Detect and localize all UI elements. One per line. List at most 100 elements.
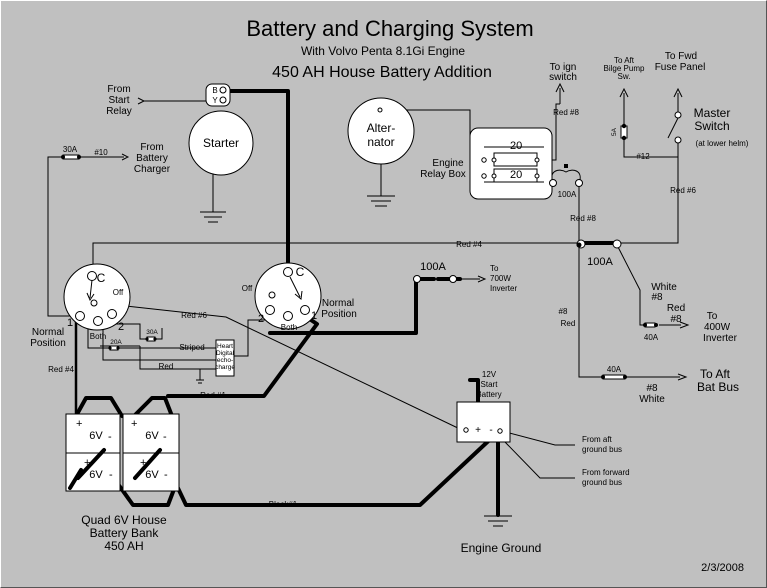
right-switch-1-terminal: [300, 305, 310, 315]
echo-label-1: Heart: [217, 343, 233, 350]
thick-wires: [74, 89, 616, 517]
relay-100a-fuse-end-1: [549, 179, 557, 187]
left-normal-label-1: Normal: [32, 327, 64, 338]
starter[interactable]: Starter B Y: [188, 83, 254, 176]
left-switch-both: Both: [90, 332, 106, 341]
engine-ground-label: Engine Ground: [461, 541, 542, 555]
ground-aft-label-1: From aft: [582, 435, 613, 444]
inv400-to: To: [707, 311, 718, 322]
relay-box-label-2: Relay Box: [420, 169, 466, 180]
starter-term-b: B: [212, 86, 217, 95]
ign-switch-label-1: To ign: [550, 62, 577, 73]
right-switch-c-terminal: [283, 267, 293, 277]
echo-label-4: charge: [215, 364, 235, 371]
aftbus-40a-fuse: [601, 374, 627, 380]
start-battery-plus: +: [475, 425, 481, 436]
master-label-2: Switch: [694, 119, 729, 133]
charger-wire-label: #10: [94, 148, 108, 157]
house-bank-label-2: Battery Bank: [90, 526, 160, 540]
striped-wire-label: Striped: [179, 343, 204, 352]
small-20a-fuse: [108, 345, 120, 351]
echo-label-3: echo-: [217, 357, 233, 364]
relay-100a-fuse-cap: [564, 164, 568, 168]
starter-label: Starter: [203, 136, 239, 150]
left-switch-2-terminal: [107, 309, 117, 319]
relay-100a-fuse-end-2: [575, 179, 583, 187]
alternator[interactable]: Alter- nator: [347, 97, 415, 165]
engine-ground-symbol: [484, 515, 512, 527]
inv400-white-1: White: [651, 282, 677, 293]
house-bank-label-3: 450 AH: [104, 539, 143, 553]
engine-relay-box[interactable]: 20 20: [469, 127, 553, 200]
master-wire-label: #12: [636, 152, 650, 161]
house-cell-2: [122, 413, 180, 454]
echo-charge-box: [215, 339, 235, 377]
bilge-5a-label: 5A: [611, 127, 618, 136]
inv400-watt: 400W: [704, 322, 731, 333]
starter-y-terminal: [219, 96, 227, 104]
diagram-title: Battery and Charging System: [246, 16, 533, 41]
starter-terminal-block: [205, 83, 231, 107]
red8-vert-label-1: #8: [559, 307, 568, 316]
right-switch-knob: [268, 291, 276, 299]
alternator-label-2: nator: [367, 135, 394, 149]
charger-30a-fuse: [61, 154, 81, 160]
charger-30a-label: 30A: [63, 145, 78, 154]
date-stamp: 2/3/2008: [701, 562, 744, 574]
main-100a-label: 100A: [587, 256, 613, 268]
fwd-panel-label-2: Fuse Panel: [655, 62, 706, 73]
red6-mid-label: Red #6: [181, 311, 207, 320]
master-switch[interactable]: [674, 111, 682, 144]
start-battery[interactable]: 12V Start Battery + -: [456, 370, 511, 443]
red6-master-label: Red #6: [670, 186, 696, 195]
right-normal-label-1: Normal: [322, 298, 354, 309]
black1-label: Black#1: [269, 500, 298, 509]
start-battery-label-1: 12V: [482, 370, 497, 379]
red8-main-label: Red #8: [570, 214, 596, 223]
left-battery-switch[interactable]: C Off 1 2 Both: [63, 263, 131, 341]
echo-charge[interactable]: Heart Digital echo- charge: [215, 339, 235, 377]
inverter-100a-fuse: [413, 275, 457, 283]
relay-fuse-20a-1: [493, 152, 538, 167]
starter-term-y: Y: [212, 96, 218, 105]
relay-fuse-20a-1-label: 20: [510, 140, 522, 152]
left-switch-both-terminal: [93, 316, 103, 326]
relay-fuse-20a-2-label: 20: [510, 169, 522, 181]
start-relay-label-3: Relay: [106, 106, 132, 117]
inv400-red-1: Red: [667, 303, 685, 314]
inv400-red-2: #8: [670, 314, 682, 325]
house-battery-bank[interactable]: 6V 6V 6V 6V + - + - + - + -: [65, 413, 180, 492]
right-battery-switch[interactable]: C Off 1 2 Both: [242, 262, 322, 332]
right-switch-off: Off: [242, 284, 253, 293]
right-switch-1: 1: [311, 310, 317, 322]
left-switch-1-terminal: [75, 311, 85, 321]
bilge-5a-fuse: [620, 123, 628, 141]
house-cell-2-plus: +: [131, 418, 137, 430]
alternator-body: [347, 97, 415, 165]
left-switch-2: 2: [118, 321, 124, 333]
inverter700-label-2: 700W: [490, 274, 511, 283]
alternator-terminal: [377, 107, 383, 113]
house-cell-3-minus: -: [109, 469, 113, 481]
right-switch-2-terminal: [265, 305, 275, 315]
small-30a-fuse: [145, 336, 157, 342]
ground-aft-label-2: ground bus: [582, 445, 622, 454]
house-bank-label-1: Quad 6V House: [81, 513, 167, 527]
alternator-label-1: Alter-: [367, 121, 396, 135]
house-cell-3-plus: +: [84, 457, 90, 469]
diagram-addition-title: 450 AH House Battery Addition: [272, 64, 492, 81]
start-relay-label-1: From: [107, 84, 130, 95]
inverter700-label-3: Inverter: [490, 284, 517, 293]
start-battery-label-3: Battery: [476, 390, 501, 399]
red4-left-label: Red #4: [48, 365, 74, 374]
house-cell-1: [65, 413, 121, 454]
right-switch-both: Both: [281, 323, 297, 332]
inverter-100a-label: 100A: [420, 261, 446, 273]
ign-wire-label: Red #8: [553, 108, 579, 117]
diagram-subtitle: With Volvo Penta 8.1Gi Engine: [301, 44, 465, 58]
charger-label-2: Battery: [136, 153, 168, 164]
inv400-white-2: #8: [651, 292, 663, 303]
house-cell-1-label: 6V: [89, 430, 103, 442]
